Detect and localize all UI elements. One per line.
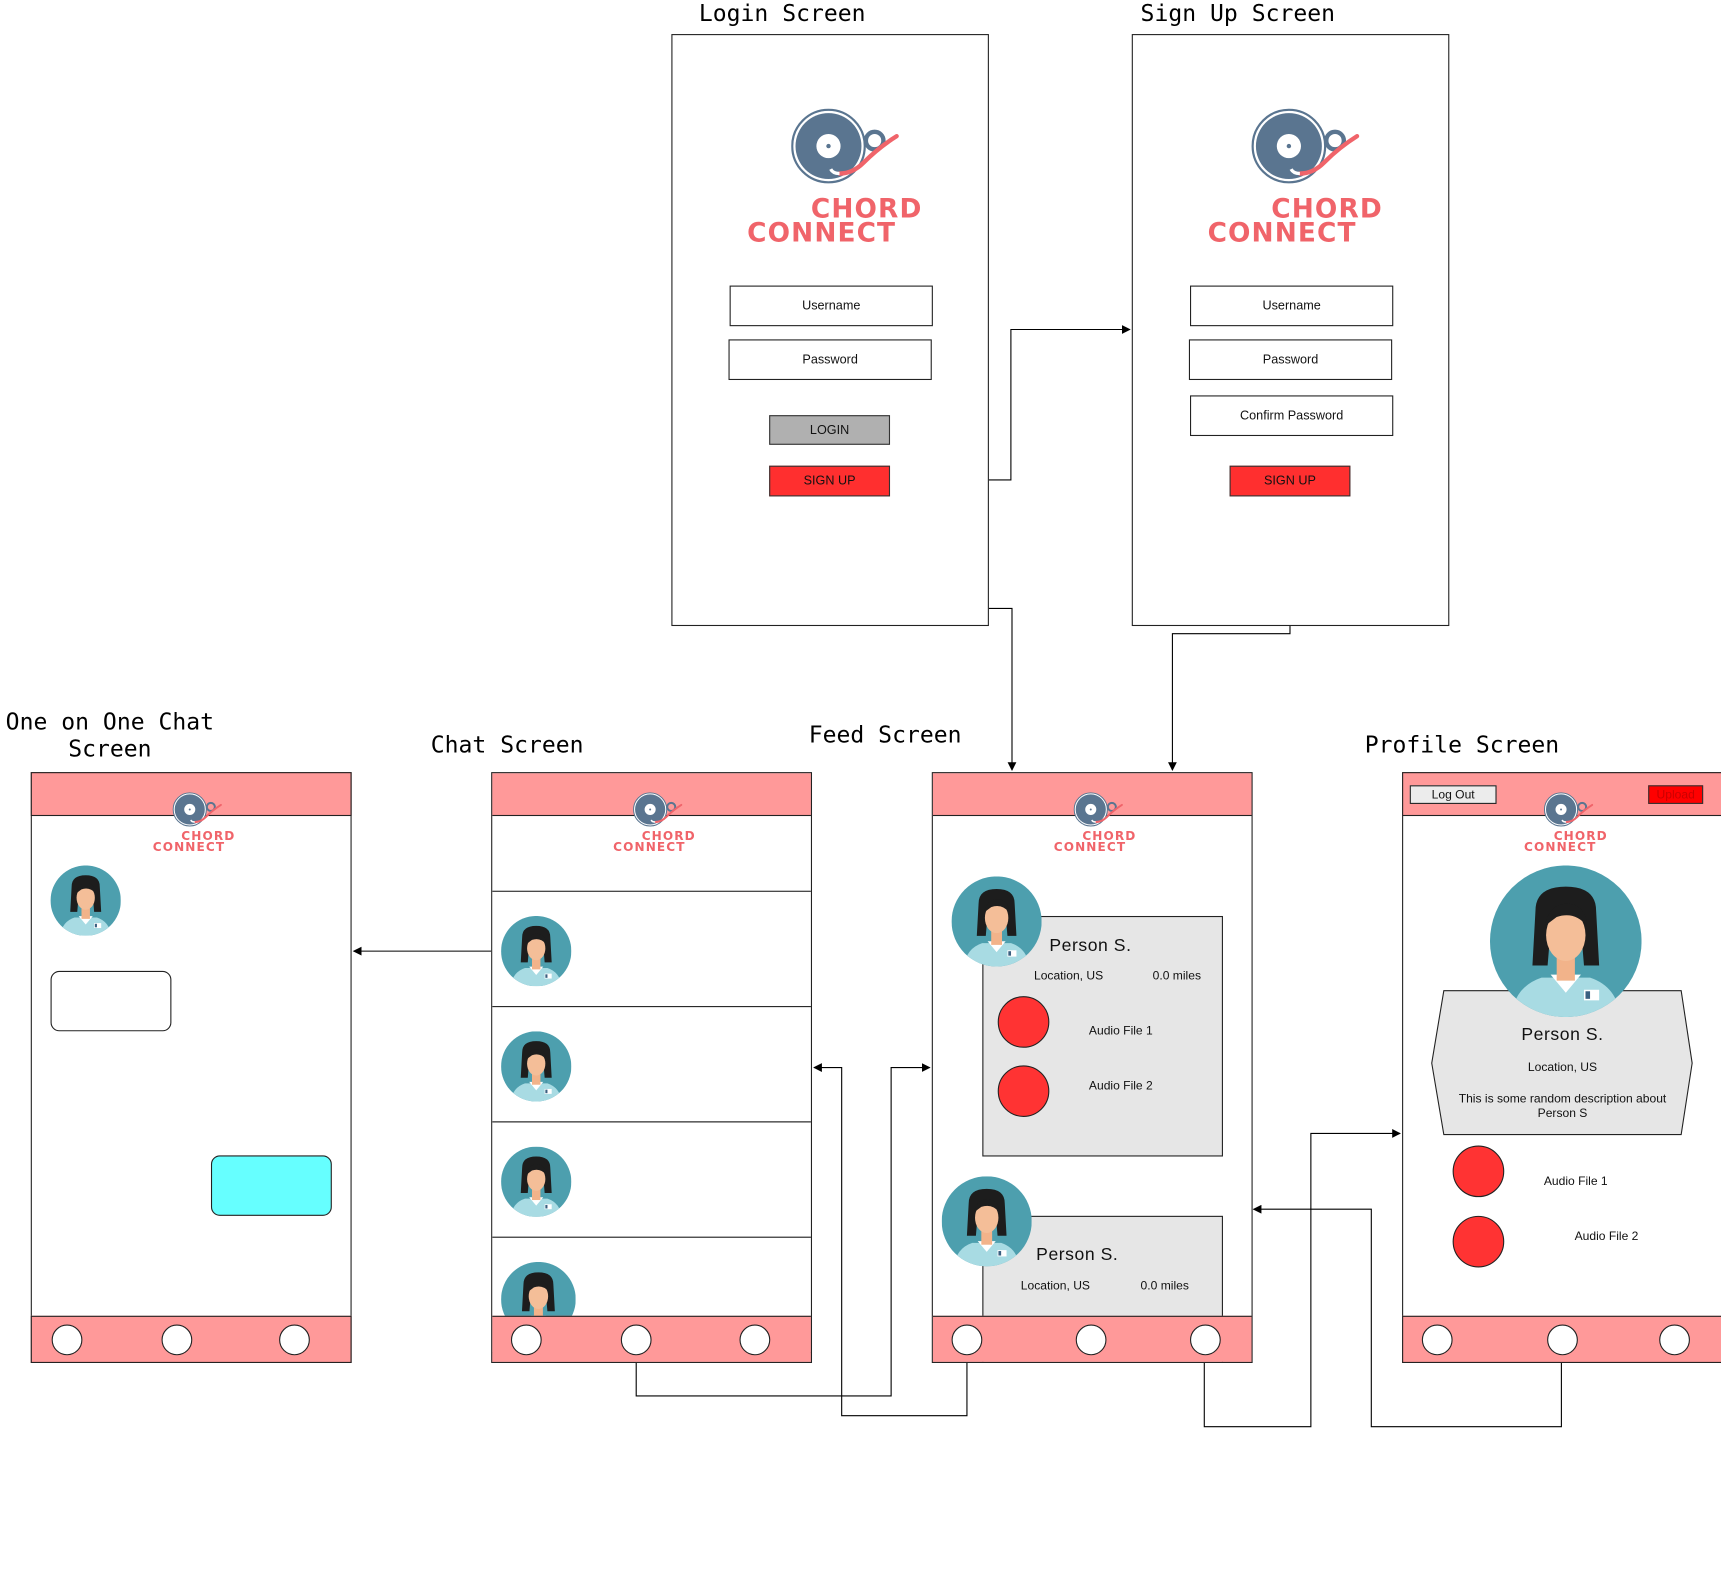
logo-text-line2: CONNECT [1207,217,1357,249]
post-distance: 0.0 miles [1152,969,1202,983]
logo-text-line1: CHORD [1553,829,1608,844]
signup-submit-button[interactable]: SIGN UP [1229,465,1351,497]
logo-text-line1: CHORD [181,829,236,844]
logo-text-line1: CHORD [641,829,696,844]
connector-profile-nav-to-feed [1252,1204,1562,1428]
username-input[interactable]: Username [729,285,933,327]
feed-screen-title: Feed Screen [808,721,962,748]
one-on-one-chat-screen: CHORD CONNECT [30,772,352,1363]
profile-name: Person S. [1521,1025,1604,1045]
logo-text-line2: CONNECT [1053,840,1127,855]
connector-chat-nav-to-feed [635,1063,931,1397]
password-input[interactable]: Password [728,339,932,381]
upload-button[interactable]: Upload [1648,785,1704,804]
turntable-logo-icon [1074,792,1125,827]
logout-button[interactable]: Log Out [1409,785,1497,804]
post-location: Location, US [1020,1279,1090,1293]
nav-button-3[interactable] [739,1324,771,1356]
nav-button-3[interactable] [1659,1324,1690,1356]
turntable-logo-icon [1252,108,1362,185]
nav-button-3[interactable] [1190,1324,1221,1356]
audio-play-button[interactable] [1452,1145,1505,1198]
logo-text-line2: CONNECT [747,217,897,249]
one-on-one-title-line1: One on One Chat [5,708,215,735]
turntable-logo-icon [173,792,224,827]
one-on-one-chat-title: One on One Chat Screen [0,708,220,763]
signup-screen-title: Sign Up Screen [1140,0,1336,27]
audio-file-label: Audio File 2 [1574,1230,1639,1244]
chat-list-item[interactable] [492,1006,811,1123]
signup-screen: CHORD CONNECT Username Password Confirm … [1131,34,1450,627]
connector-feed-nav-to-profile [1203,1129,1401,1428]
user-avatar [501,1147,571,1217]
turntable-logo-icon [633,792,684,827]
turntable-logo-icon [791,108,901,185]
nav-button-2[interactable] [161,1324,193,1356]
feed-screen: CHORD CONNECT Person S. Location, US 0.0… [931,772,1253,1363]
logo-text-line1: CHORD [810,193,923,225]
audio-play-button[interactable] [997,1065,1050,1117]
nav-button-1[interactable] [1421,1324,1453,1356]
audio-file-label: Audio File 1 [1543,1175,1608,1189]
audio-file-label: Audio File 1 [1088,1024,1153,1038]
audio-file-label: Audio File 2 [1088,1079,1153,1093]
profile-info-hexagon [1431,990,1693,1136]
logo-text-line1: CHORD [1082,829,1137,844]
user-avatar [501,1031,571,1101]
logo-text-line2: CONNECT [613,840,686,855]
post-person-name: Person S. [1049,936,1132,956]
nav-button-3[interactable] [279,1324,310,1356]
nav-button-2[interactable] [620,1324,652,1356]
turntable-logo-icon [1544,792,1595,827]
nav-button-2[interactable] [1075,1324,1107,1356]
post-distance: 0.0 miles [1140,1279,1189,1293]
login-screen-title: Login Screen [698,0,866,27]
nav-button-1[interactable] [510,1324,542,1356]
nav-button-1[interactable] [951,1324,983,1356]
logo-text-line1: CHORD [1271,193,1383,225]
logo-text-line2: CONNECT [152,840,226,855]
username-input[interactable]: Username [1190,285,1394,327]
logo-text-line2: CONNECT [1524,840,1597,855]
signup-button[interactable]: SIGN UP [769,465,891,497]
post-location: Location, US [1033,969,1104,983]
password-input[interactable]: Password [1188,339,1393,381]
profile-screen-title: Profile Screen [1364,731,1560,758]
profile-description: This is some random description about Pe… [1458,1092,1667,1121]
one-on-one-title-line2: Screen [68,735,152,763]
post-user-avatar[interactable] [942,1176,1032,1266]
confirm-password-input[interactable]: Confirm Password [1190,395,1394,437]
chat-list-screen: CHORD CONNECT [491,772,813,1363]
received-message-bubble [50,970,172,1032]
chat-list-item[interactable] [492,1121,811,1238]
nav-button-2[interactable] [1547,1324,1578,1356]
chat-list-item[interactable] [492,890,811,1008]
profile-screen: Log Out Upload CHORD CONNECT Person S. L… [1402,772,1721,1363]
user-avatar [501,916,571,986]
user-avatar[interactable] [51,865,121,935]
sent-message-bubble [210,1155,332,1216]
post-person-name: Person S. [1036,1245,1119,1265]
connector-feed-nav-to-chat [813,1063,968,1417]
audio-play-button[interactable] [1452,1215,1505,1268]
profile-location: Location, US [1527,1060,1598,1075]
post-user-avatar[interactable] [952,876,1042,966]
chat-screen-title: Chat Screen [430,731,584,758]
nav-button-1[interactable] [51,1324,83,1356]
profile-avatar[interactable] [1490,865,1642,1017]
login-screen: CHORD CONNECT Username Password LOGIN SI… [671,34,989,627]
login-button[interactable]: LOGIN [769,415,891,445]
audio-play-button[interactable] [997,996,1050,1048]
